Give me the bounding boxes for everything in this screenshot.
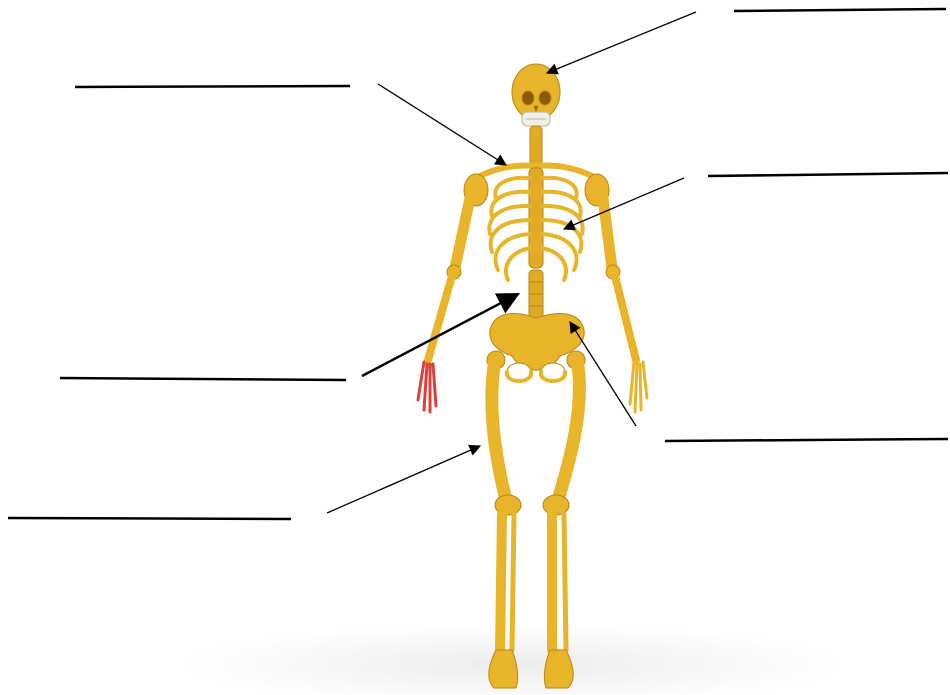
blank-line-pelvis[interactable] xyxy=(665,439,948,441)
right-hand xyxy=(630,362,647,412)
left-hand xyxy=(418,362,436,412)
blank-line-spine[interactable] xyxy=(60,378,346,380)
arrow-ribcage xyxy=(564,178,684,229)
arrow-clavicle xyxy=(378,84,506,165)
skeleton-figure xyxy=(418,64,647,688)
arrow-skull xyxy=(547,12,696,73)
label-blanks xyxy=(8,9,948,519)
blank-line-ribcage[interactable] xyxy=(708,173,948,176)
skull xyxy=(512,64,560,126)
arrow-femur xyxy=(327,446,480,513)
pelvis xyxy=(490,314,584,381)
pointer-arrows xyxy=(327,12,696,513)
left-foot xyxy=(489,650,518,688)
right-foot xyxy=(544,650,573,688)
blank-line-clavicle[interactable] xyxy=(75,86,350,87)
blank-line-femur[interactable] xyxy=(8,518,291,519)
blank-line-skull[interactable] xyxy=(734,9,946,11)
ribcage xyxy=(489,168,582,280)
